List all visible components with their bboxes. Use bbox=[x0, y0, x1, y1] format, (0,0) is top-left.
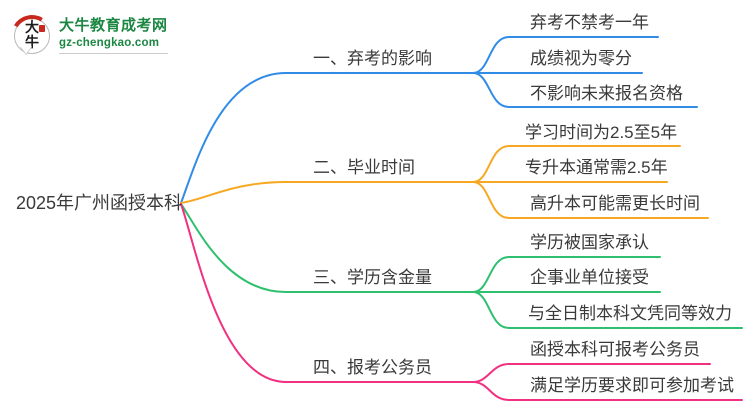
branch-1-child-1-link bbox=[472, 36, 659, 74]
logo-words: 大牛教育成考网 gz-chengkao.com bbox=[59, 16, 168, 54]
branch-3-link bbox=[180, 203, 474, 293]
logo-seal-icon bbox=[39, 25, 45, 32]
branch-4-child-2-label: 满足学历要求即可参加考试 bbox=[530, 376, 734, 395]
logo-speech-tail bbox=[20, 46, 32, 60]
branch-3-child-3-label: 与全日制本科文凭同等效力 bbox=[528, 304, 732, 323]
branch-4-label: 四、报考公务员 bbox=[313, 358, 432, 377]
branch-2-label: 二、毕业时间 bbox=[313, 158, 415, 177]
branch-2-child-3-label: 高升本可能需更长时间 bbox=[530, 194, 700, 213]
root-node-label: 2025年广州函授本科 bbox=[16, 193, 183, 213]
branch-4-child-1-link bbox=[472, 363, 711, 383]
branch-2-child-1-link bbox=[472, 145, 681, 183]
branch-1-child-2-label: 成绩视为零分 bbox=[530, 49, 632, 68]
branch-1-label: 一、弃考的影响 bbox=[313, 49, 432, 68]
site-name: 大牛教育成考网 bbox=[59, 17, 168, 34]
site-url: gz-chengkao.com bbox=[59, 36, 168, 54]
branch-2-child-2-label: 专升本通常需2.5年 bbox=[525, 158, 668, 177]
branch-4-child-1-label: 函授本科可报考公务员 bbox=[530, 340, 700, 359]
branch-2-link bbox=[180, 181, 474, 204]
branch-3-child-3-link bbox=[472, 291, 743, 329]
branch-4-child-2-link bbox=[472, 381, 743, 401]
branch-2-child-3-link bbox=[472, 181, 709, 219]
branch-1-child-3-label: 不影响未来报名资格 bbox=[530, 84, 683, 103]
site-logo[interactable]: 大牛 大牛教育成考网 gz-chengkao.com bbox=[6, 10, 168, 62]
branch-1-child-1-label: 弃考不禁考一年 bbox=[530, 13, 649, 32]
branch-3-child-1-label: 学历被国家承认 bbox=[530, 233, 649, 252]
logo-bull-icon: 大牛 bbox=[6, 10, 58, 62]
branch-2-child-1-label: 学习时间为2.5至5年 bbox=[525, 123, 678, 142]
branch-3-child-1-link bbox=[472, 256, 661, 293]
branch-1-child-3-link bbox=[472, 72, 698, 108]
branch-3-label: 三、学历含金量 bbox=[313, 268, 432, 287]
branch-4-link bbox=[180, 203, 474, 383]
branch-1-link bbox=[180, 72, 474, 204]
branch-3-child-2-label: 企事业单位接受 bbox=[530, 268, 649, 287]
